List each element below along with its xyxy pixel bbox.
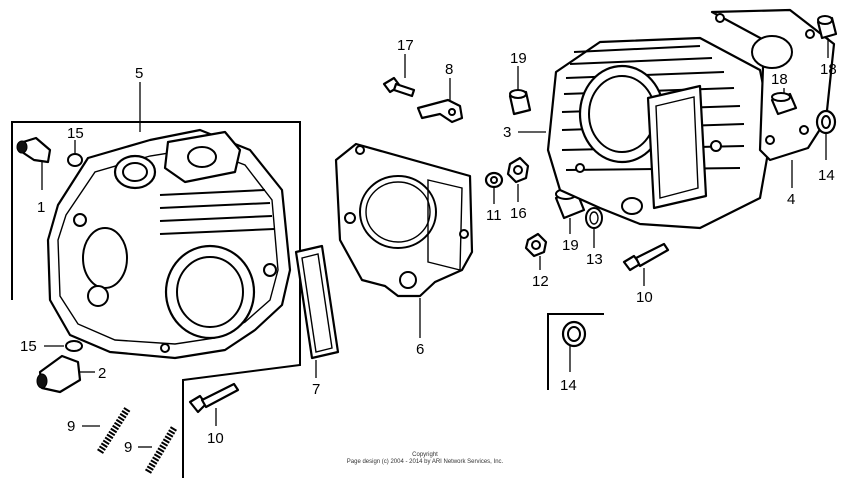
callout-8: 8 [445,61,453,78]
part-12-nut[interactable] [524,232,548,270]
callout-2: 2 [98,365,106,382]
part-14-seal-right[interactable] [815,109,837,160]
callout-13: 13 [586,251,603,268]
part-17-bolt[interactable] [382,54,416,98]
part-1-fitting[interactable] [16,136,52,190]
part-6-head-gasket[interactable] [334,142,474,338]
part-15-o-ring-upper[interactable] [67,140,83,167]
part-19-dowel-upper[interactable] [508,66,532,116]
callout-19-upper: 19 [510,50,527,67]
cylinder-head[interactable] [46,128,292,360]
callout-16: 16 [510,205,527,222]
callout-6: 6 [416,341,424,358]
callout-12: 12 [532,273,549,290]
part-14-seal-lower[interactable] [547,313,604,390]
part-10-bolt-lower[interactable] [188,382,240,426]
callout-9-lower: 9 [124,439,132,456]
part-9-stud-lower[interactable] [138,426,178,474]
part-9-stud-upper[interactable] [82,406,131,454]
part-13-washer[interactable] [585,207,603,248]
callout-10-lower: 10 [207,430,224,447]
part-16-nut[interactable] [506,156,530,202]
part-2-fitting[interactable] [36,354,95,394]
callout-7: 7 [312,381,320,398]
callout-15-lower: 15 [20,338,37,355]
callout-15-upper: 15 [67,125,84,142]
callout-18-upper: 18 [820,61,837,78]
callout-19-lower: 19 [562,237,579,254]
part-4-base-gasket[interactable] [710,8,836,188]
callout-18-lower: 18 [771,71,788,88]
head-assembly-bracket [11,121,301,478]
callout-17: 17 [397,37,414,54]
callout-14-lower: 14 [560,377,577,394]
callout-3: 3 [503,124,511,141]
part-7-gasket-strip[interactable] [294,244,340,378]
part-15-o-ring-lower[interactable] [44,340,83,352]
callout-1: 1 [37,199,45,216]
part-18-dowel-lower[interactable] [770,88,798,116]
part-11-washer[interactable] [484,171,504,204]
callout-9-upper: 9 [67,418,75,435]
cylinder-block[interactable] [518,36,774,230]
copyright-label: Copyright [412,452,438,458]
part-10-bolt-upper[interactable] [622,242,670,286]
callout-5: 5 [135,65,143,82]
part-18-dowel-upper[interactable] [816,15,838,58]
copyright-notice: Page design (c) 2004 - 2014 by ARI Netwo… [346,459,504,465]
callout-14-right: 14 [818,167,835,184]
callout-4: 4 [787,191,795,208]
callout-10-upper: 10 [636,289,653,306]
part-8-clip[interactable] [416,78,464,124]
callout-11: 11 [486,207,502,224]
